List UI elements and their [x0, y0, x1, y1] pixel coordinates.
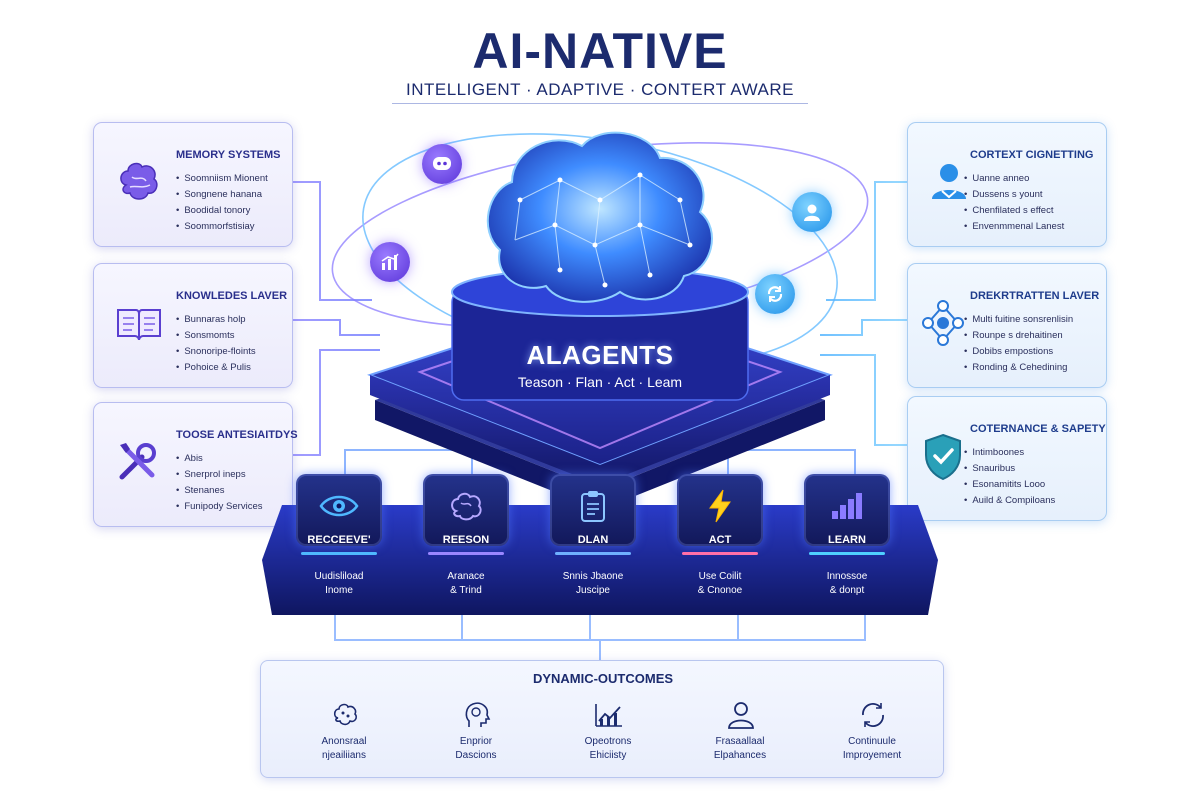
- step-glow: [682, 552, 758, 555]
- user-icon: [801, 201, 823, 223]
- sync-icon: [764, 283, 786, 305]
- line-chart-icon: [593, 699, 625, 731]
- outcomes-title: DYNAMIC-OUTCOMES: [261, 671, 945, 686]
- core-title: ALAGENTS: [440, 340, 760, 371]
- step-description: Aranace& Trind: [408, 570, 524, 598]
- step-label: ACT: [662, 534, 778, 546]
- step-act[interactable]: ACT Use Coilit& Cnonoe: [662, 520, 778, 580]
- clipboard-icon: [563, 484, 623, 528]
- growth-bars-icon: [817, 484, 877, 528]
- network-brain-icon: [329, 699, 361, 731]
- step-learn[interactable]: LEARN Innossoe& donpt: [789, 520, 905, 580]
- user-node: [792, 192, 832, 232]
- analytics-node: [370, 242, 410, 282]
- step-glow: [428, 552, 504, 555]
- step-description: Innossoe& donpt: [789, 570, 905, 598]
- step-label: REESON: [408, 534, 524, 546]
- step-reason[interactable]: REESON Aranace& Trind: [408, 520, 524, 580]
- analytics-icon: [379, 251, 401, 273]
- chat-node: [422, 144, 462, 184]
- core-subtitle: Teason · Flan · Act · Leam: [440, 374, 760, 390]
- cycle-icon: [857, 699, 889, 731]
- sync-node: [755, 274, 795, 314]
- head-bulb-icon: [461, 699, 493, 731]
- person-icon: [725, 699, 757, 731]
- eye-icon: [309, 484, 369, 528]
- chat-icon: [431, 153, 453, 175]
- lightning-icon: [690, 484, 750, 528]
- step-glow: [301, 552, 377, 555]
- brain-icon: [488, 133, 712, 302]
- step-label: DLAN: [535, 534, 651, 546]
- step-glow: [555, 552, 631, 555]
- step-label: RECCEEVE': [281, 534, 397, 546]
- brain-icon: [436, 484, 496, 528]
- step-label: LEARN: [789, 534, 905, 546]
- step-description: Use Coilit& Cnonoe: [662, 570, 778, 598]
- step-glow: [809, 552, 885, 555]
